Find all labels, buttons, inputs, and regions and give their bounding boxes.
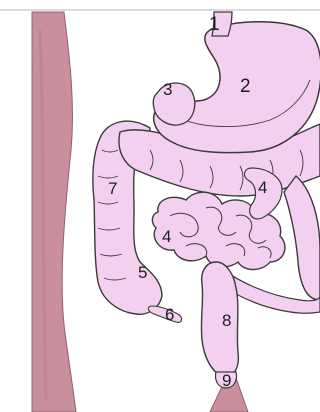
label-small-intestine-lower: 4 [162, 227, 171, 246]
sigmoid-colon [201, 262, 238, 376]
label-stomach: 2 [240, 76, 251, 97]
label-small-intestine-upper: 4 [258, 178, 267, 197]
descending-colon [284, 176, 320, 300]
label-esophagus: 1 [209, 14, 220, 35]
body-wall-left [32, 12, 76, 412]
label-cecum: 5 [138, 263, 147, 282]
label-sigmoid-colon: 8 [222, 311, 231, 330]
label-ascending-colon: 7 [108, 179, 117, 198]
label-appendix: 6 [165, 305, 174, 324]
label-rectum: 9 [222, 371, 231, 390]
label-duodenum: 3 [163, 80, 172, 99]
duodenum [153, 83, 195, 125]
